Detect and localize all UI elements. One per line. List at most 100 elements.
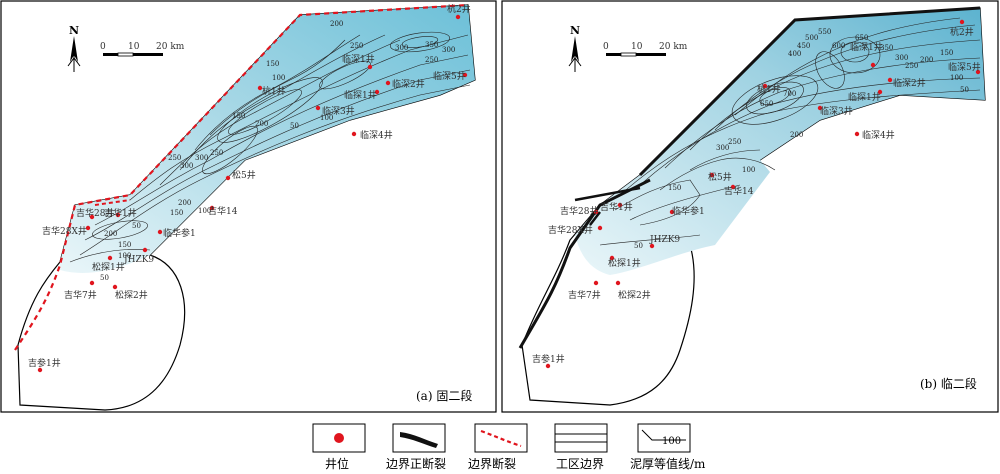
boundary-fault-2 — [94, 199, 131, 206]
well-dot — [854, 131, 860, 137]
well-dot — [649, 243, 655, 249]
well-label: 临深1井 — [850, 41, 883, 53]
well-label: 吉华1井 — [600, 201, 633, 213]
legend-label: 边界正断裂 — [386, 456, 446, 471]
north-arrow: N — [67, 24, 81, 72]
contour-label: 200 — [330, 20, 343, 28]
well-dot — [877, 89, 883, 95]
contour-label: 250 — [425, 56, 438, 64]
well-label: 松探1井 — [92, 261, 125, 273]
panel-b: 650 700 650 600 550 500 450 400 350 300 … — [501, 0, 999, 413]
well-dot — [455, 14, 461, 20]
contour-label: 400 — [788, 50, 801, 58]
well-label: 临深5井 — [948, 61, 981, 73]
contour-label: 150 — [118, 241, 131, 249]
boundary-line-icon — [555, 433, 607, 443]
well-label: 临深2井 — [392, 78, 425, 90]
well-label: 吉华28井 — [76, 207, 114, 219]
well-label: 临深1井 — [342, 53, 375, 65]
contour-label: 200 — [178, 199, 191, 207]
well-dot — [112, 284, 118, 290]
well-dot — [257, 85, 263, 91]
well-label: 吉华7井 — [568, 289, 601, 301]
contour-label: 100 — [320, 114, 333, 122]
well-dot — [617, 202, 623, 208]
thickness-fill — [60, 5, 475, 273]
well-dot — [374, 89, 380, 95]
well-label: JHZK9 — [123, 255, 154, 265]
well-label: 临华参1 — [163, 227, 196, 239]
contour-label: 50 — [960, 86, 969, 94]
well-label: 临深2井 — [893, 77, 926, 89]
well-label: 临深3井 — [820, 105, 853, 117]
legend-item-contour: 100 泥厚等值线/m — [630, 423, 706, 471]
well-dot — [870, 62, 876, 68]
thickness-fill — [575, 8, 985, 275]
well-label: 临探1井 — [848, 91, 881, 103]
legend-label: 边界断裂 — [468, 456, 516, 471]
contour-label: 300 — [395, 44, 408, 52]
contour-labels: 200 250 300 350 300 250 150 100 50 100 1… — [100, 20, 455, 282]
contour-label: 200 — [790, 131, 803, 139]
well-dot — [385, 80, 391, 86]
contour-label: 300 — [716, 144, 729, 152]
well-label: 临深4井 — [862, 129, 895, 141]
well-dot — [545, 363, 551, 369]
well-label: JHZK9 — [649, 235, 680, 245]
well-label: 杭2井 — [447, 3, 471, 15]
contour-label: 350 — [880, 44, 893, 52]
contour-label: 450 — [797, 42, 810, 50]
contour-label: 150 — [266, 60, 279, 68]
contour-label: 200 — [104, 230, 117, 238]
well-label: 杭1井 — [757, 83, 781, 95]
contour-label: 100 — [272, 74, 285, 82]
well-label: 松探2井 — [618, 289, 651, 301]
contour-label: 600 — [832, 42, 845, 50]
well-label: 吉华28井 — [560, 205, 598, 217]
contour-label: 250 — [168, 154, 181, 162]
contour-label: 150 — [170, 209, 183, 217]
well-dot — [593, 209, 599, 215]
well-label: 吉华14 — [208, 205, 238, 217]
well-dot — [157, 229, 163, 235]
contour-line-icon — [641, 429, 686, 441]
well-dot — [85, 225, 91, 231]
contour-label: 100 — [950, 74, 963, 82]
contour-labels: 650 700 650 600 550 500 450 400 350 300 … — [634, 28, 969, 250]
normal-fault-icon — [400, 432, 438, 448]
well-label: 吉华1井 — [104, 207, 137, 219]
well-dot — [593, 280, 599, 286]
legend-item-boundary-fault: 边界断裂 — [468, 423, 528, 471]
well-dot — [107, 255, 113, 261]
contour-label: 550 — [818, 28, 831, 36]
well-dot — [142, 247, 148, 253]
well-label: 吉华28X井 — [42, 225, 87, 237]
contour-label: 300 — [442, 46, 455, 54]
panel-caption: (b) 临二段 — [920, 376, 977, 391]
contour-label: 300 — [195, 154, 208, 162]
well-dot — [615, 280, 621, 286]
contour-label: 700 — [783, 90, 796, 98]
well-dot — [762, 83, 768, 89]
panel-a: 200 250 300 350 300 250 150 100 50 100 1… — [0, 0, 497, 413]
well-dot — [37, 367, 43, 373]
contour-label: 100 — [742, 166, 755, 174]
scale-tick: 10 — [128, 42, 140, 52]
contour-label: 500 — [805, 34, 818, 42]
well-dot — [669, 209, 675, 215]
well-dot — [817, 105, 823, 111]
contour-label: 100 — [198, 207, 211, 215]
contour-label: 250 — [210, 149, 223, 157]
contour-label: 50 — [634, 242, 643, 250]
north-arrow: N — [568, 24, 582, 72]
contour-label: 650 — [855, 34, 868, 42]
contour-label: 200 — [920, 56, 933, 64]
well-dot — [730, 184, 736, 190]
well-dot — [89, 214, 95, 220]
red-dot-icon — [334, 433, 344, 443]
legend-item-normal-fault: 边界正断裂 — [386, 423, 446, 471]
contour-label: 50 — [290, 122, 299, 130]
work-area-boundary — [521, 7, 986, 406]
legend-label: 泥厚等值线/m — [630, 456, 706, 471]
legend-label: 工区边界 — [556, 457, 604, 471]
